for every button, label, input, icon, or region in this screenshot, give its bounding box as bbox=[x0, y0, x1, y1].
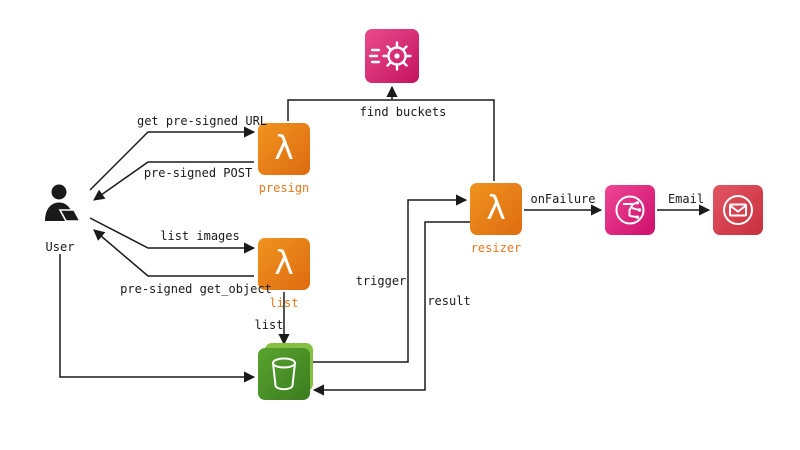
user-label: User bbox=[45, 240, 75, 254]
edge-label-get-presigned-url: get pre-signed URL bbox=[136, 114, 268, 128]
edge-label-email: Email bbox=[667, 192, 705, 206]
edge-find-buckets-trunk bbox=[287, 99, 495, 181]
lambda-icon: λ bbox=[274, 128, 294, 167]
edge-label-presigned-post: pre-signed POST bbox=[143, 166, 253, 180]
lambda-list-node: λ bbox=[258, 238, 310, 290]
person-laptop-icon bbox=[45, 184, 82, 222]
notification-topic-icon bbox=[615, 195, 645, 225]
s3-bucket-node bbox=[258, 348, 310, 400]
edge-get-presigned-url bbox=[89, 126, 256, 191]
edge-list-images bbox=[89, 217, 256, 254]
lambda-icon: λ bbox=[274, 243, 294, 282]
lambda-resizer-node: λ bbox=[470, 183, 522, 235]
edge-label-trigger: trigger bbox=[355, 274, 407, 288]
config-service-node bbox=[365, 29, 419, 83]
edge-presigned-post bbox=[93, 161, 254, 201]
edge-label-list-images: list images bbox=[160, 229, 240, 243]
presign-label: presign bbox=[258, 181, 310, 195]
resizer-label: resizer bbox=[470, 241, 522, 255]
s3-bucket-icon bbox=[272, 357, 296, 391]
lambda-icon: λ bbox=[486, 188, 506, 227]
notification-service-node bbox=[605, 185, 655, 235]
edge-result bbox=[312, 221, 470, 396]
list-label: list bbox=[269, 296, 299, 310]
edge-label-on-failure: onFailure bbox=[530, 192, 596, 206]
edge-label-list: list bbox=[254, 318, 284, 332]
edge-label-result: result bbox=[427, 294, 471, 308]
edge-label-presigned-get-object: pre-signed get_object bbox=[120, 282, 272, 296]
edge-trigger bbox=[310, 194, 468, 363]
user-node bbox=[40, 183, 84, 241]
edge-presigned-get-object bbox=[93, 229, 254, 277]
lambda-presign-node: λ bbox=[258, 123, 310, 175]
email-icon bbox=[723, 195, 753, 225]
edge-label-find-buckets: find buckets bbox=[359, 105, 447, 119]
edge-user-to-bucket bbox=[59, 254, 256, 383]
gear-automation-icon bbox=[368, 41, 412, 71]
email-service-node bbox=[713, 185, 763, 235]
